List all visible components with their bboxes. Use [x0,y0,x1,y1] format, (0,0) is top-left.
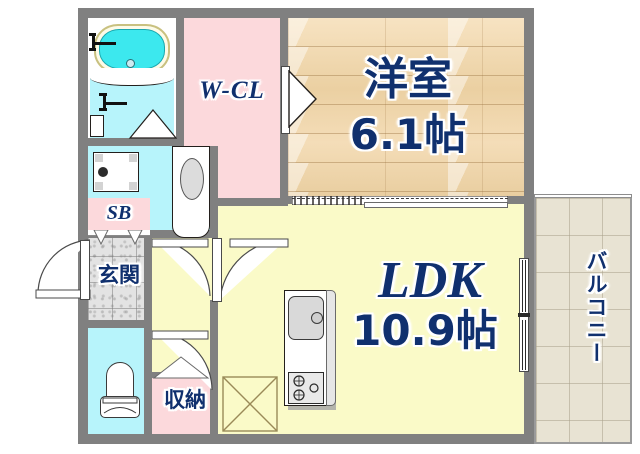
shower-handle2-icon [99,108,107,111]
wall-bath-bottom [88,138,184,146]
wall-hallway-ldk-upper [210,206,218,238]
toilet-tank [106,362,134,402]
wall-bedroom-bottom-right [508,196,524,204]
wall-toilet-right [144,328,152,434]
ldk-door-panel[interactable] [212,238,222,302]
room-balcony [534,196,632,444]
wall-washroom-right [210,146,218,238]
washer-pan-corner-tr [129,154,137,162]
exterior-wall-left [78,8,88,444]
label-storage: 収納 [164,388,206,412]
label-balcony: バルコニー [584,250,608,365]
floor-hatch-icon [222,376,278,432]
room-entrance [88,230,150,322]
bathtub-spout-icon [94,42,116,45]
wcl-door-arrow-icon[interactable] [288,70,318,128]
bathtub-drain-icon [126,59,135,68]
wall-storage-right [210,372,218,434]
bath-divider-curve [90,68,174,86]
wall-bath-right [176,18,184,146]
entrance-door-panel[interactable] [80,240,90,300]
toilet-seat-icon [102,397,138,414]
washer-pan-corner-tl [95,154,103,162]
wall-entrance-right [144,230,152,326]
storage-door-icon[interactable] [152,356,210,380]
bathtub-handle2-icon [89,48,96,51]
washroom-door[interactable] [152,238,216,298]
shower-spout-icon [105,102,127,105]
wall-wcl-bottom [184,198,288,206]
label-wcl: W-CL [199,77,265,104]
room-sb [88,198,150,230]
ldk-door[interactable] [218,238,290,302]
bedroom-door-leaf[interactable] [364,202,508,208]
label-bedroom-name: 洋室 [364,54,452,105]
label-ldk-size: 10.9帖 [352,306,498,355]
entrance-step-notch-icons [93,230,143,246]
washer-pan-corner-br [129,182,137,190]
bedroom-door-track [292,198,508,201]
kitchen-counter-edge [326,290,336,406]
label-sb: SB [106,202,132,224]
wall-ldk-left-lower [210,300,218,372]
shower-handle-icon [99,93,107,96]
room-bedroom [288,18,524,196]
entrance-step [88,230,150,236]
shower-faucet-icon [103,96,106,110]
bathtub-handle-icon [89,33,96,36]
wall-bedroom-bottom-left [288,196,292,204]
balcony-rail-top [534,194,632,198]
room-storage [152,378,218,434]
exterior-wall-right [524,8,534,444]
bathtub-faucet-icon [92,36,95,50]
washer-drain-icon [98,167,108,177]
bath-door-folding-icon [128,109,178,139]
label-entrance: 玄関 [98,263,140,287]
bedroom-sliding-door[interactable] [292,196,508,205]
gas-stove-burners-icon [293,375,319,401]
exterior-wall-top [78,8,534,18]
bath-shelf [90,115,104,137]
exterior-wall-bottom [78,434,534,444]
kitchen-sink-drain-icon [311,312,323,324]
label-ldk-name: LDK [378,252,482,309]
vanity-sink-basin [180,158,204,200]
wall-entrance-bottom [88,320,152,328]
balcony-door-leaf-upper[interactable] [522,260,526,312]
balcony-door-mullion [518,313,530,317]
washer-pan-corner-bl [95,182,103,190]
label-bedroom-size: 6.1帖 [349,110,467,159]
balcony-door-leaf-lower[interactable] [522,320,526,370]
